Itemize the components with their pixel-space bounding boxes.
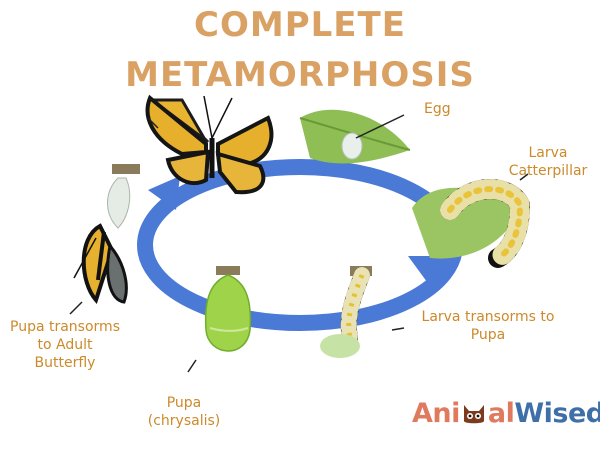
title-line-2: METAMORPHOSIS bbox=[125, 55, 475, 95]
chrysalis-icon bbox=[204, 266, 252, 352]
label-egg: Egg bbox=[424, 101, 451, 117]
title-line-1: COMPLETE bbox=[194, 5, 406, 45]
label-larva-to-pupa-line-1: Larva transorms to bbox=[421, 309, 555, 325]
label-pupa-line-2: (chrysalis) bbox=[147, 413, 221, 429]
larva-pointer bbox=[519, 173, 529, 181]
label-pupa-to-adult-line-1: Pupa transorms bbox=[10, 319, 120, 335]
cycle-arrow-icon bbox=[137, 159, 463, 331]
label-larva-to-pupa: Larva transorms to Pupa bbox=[408, 308, 568, 344]
chrysalis-pointer bbox=[187, 359, 197, 373]
label-larva-to-pupa-line-2: Pupa bbox=[470, 327, 506, 343]
emerging-butterfly-icon bbox=[73, 164, 140, 304]
egg-pointer bbox=[355, 114, 405, 139]
label-pupa-line-1: Pupa bbox=[166, 395, 202, 411]
label-pupa-to-adult: Pupa transorms to Adult Butterfly bbox=[0, 318, 130, 372]
label-pupa: Pupa (chrysalis) bbox=[134, 394, 234, 430]
logo-text-part-2: al bbox=[487, 398, 515, 429]
pupa-larva-icon bbox=[320, 266, 372, 358]
label-larva: Larva Catterpillar bbox=[508, 144, 588, 180]
label-larva-line-2: Catterpillar bbox=[508, 163, 588, 179]
egg-leaf-icon bbox=[299, 109, 411, 164]
butterfly-pointer bbox=[147, 117, 159, 129]
butterfly-icon bbox=[145, 94, 274, 195]
logo-text-part-3: Wised bbox=[514, 398, 600, 429]
label-larva-line-1: Larva bbox=[528, 145, 568, 161]
label-pupa-to-adult-line-2: to Adult bbox=[37, 337, 93, 353]
cat-logo-icon bbox=[461, 401, 487, 425]
label-pupa-to-adult-line-3: Butterfly bbox=[34, 355, 96, 371]
logo-text-part-1: Ani bbox=[412, 398, 460, 429]
larva-pupa-pointer bbox=[391, 327, 405, 331]
caterpillar-icon bbox=[412, 179, 531, 268]
emerging-pointer bbox=[69, 301, 83, 315]
